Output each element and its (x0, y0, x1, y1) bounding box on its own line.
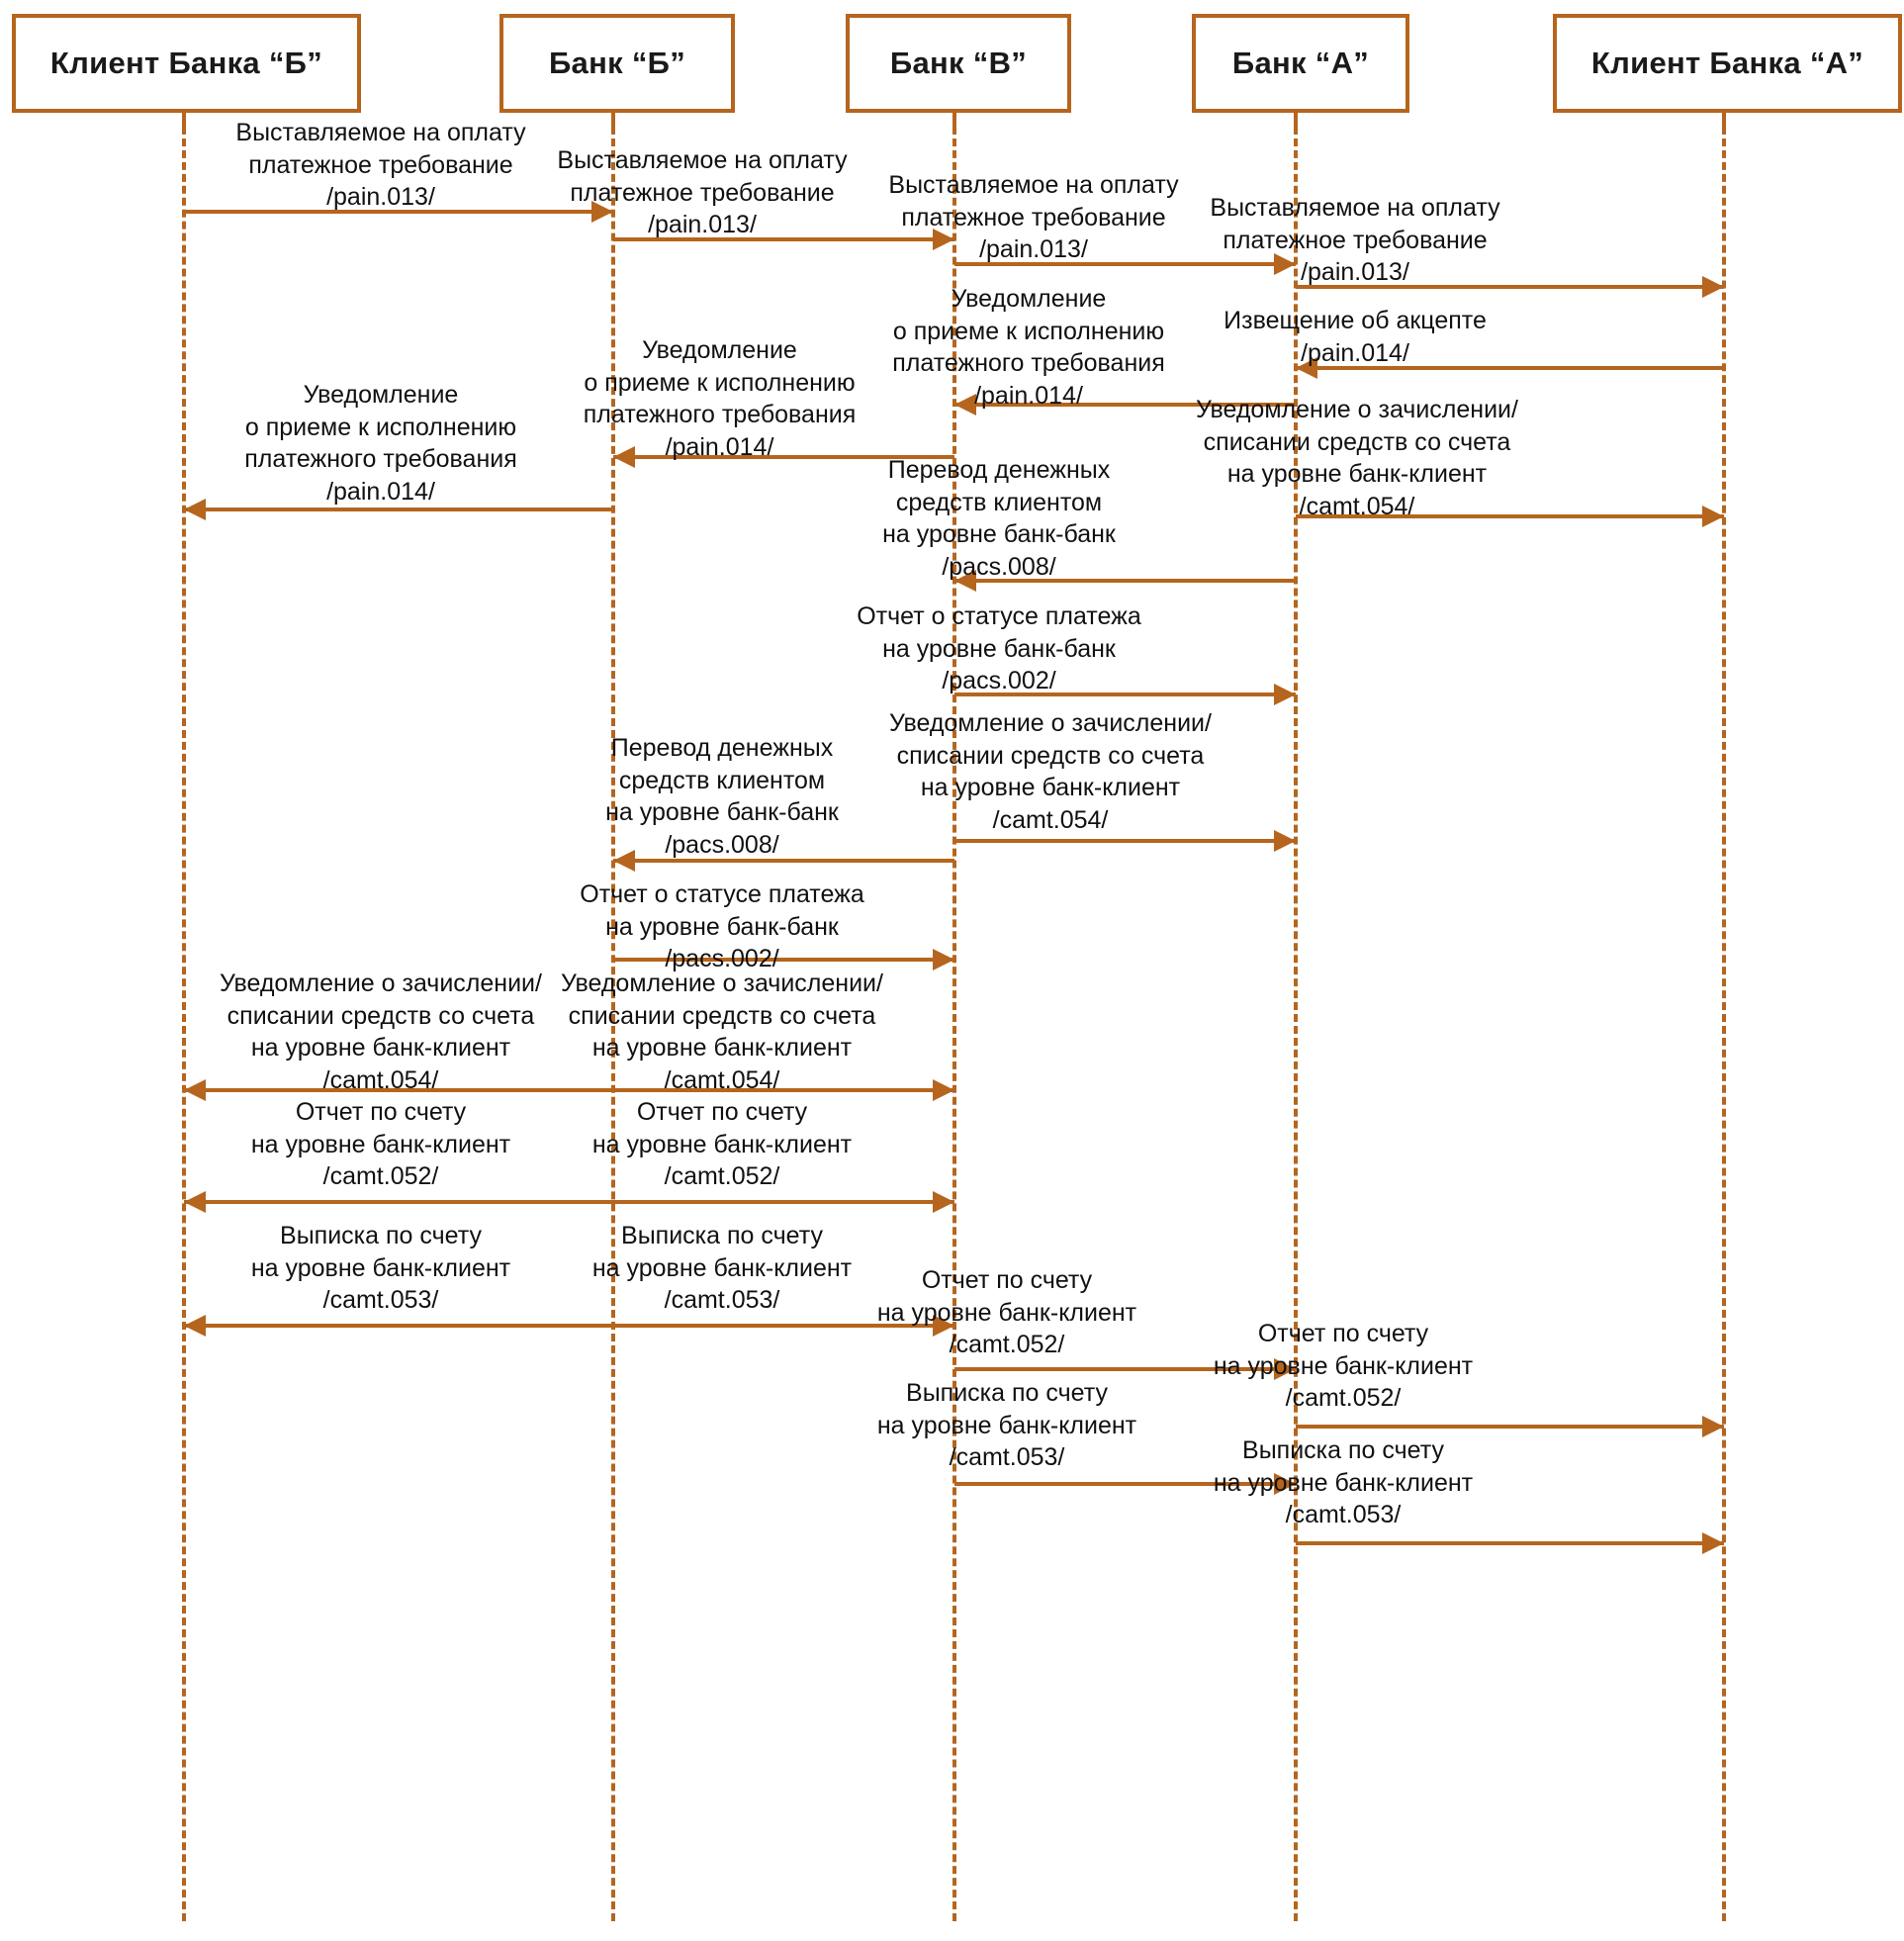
lifeline-bank_b (611, 127, 615, 1921)
arrowhead-left-icon (184, 1079, 206, 1101)
lifeline-bank_v (952, 127, 956, 1921)
message-arrow-m03 (954, 262, 1296, 266)
arrowhead-right-icon (933, 1079, 954, 1101)
message-label-m13: Перевод денежных средств клиентом на уро… (605, 734, 839, 859)
message-label-m23: Выписка по счету на уровне банк-клиент /… (876, 1379, 1137, 1471)
actor-header-bank_v[interactable]: Банк “В” (846, 14, 1071, 113)
message-arrow-m05 (1296, 366, 1724, 370)
arrowhead-right-icon (1702, 276, 1724, 298)
lifeline-client_a (1722, 127, 1726, 1921)
arrowhead-right-icon (1274, 684, 1296, 705)
arrowhead-left-icon (184, 1191, 206, 1213)
message-label-m02: Выставляемое на оплату платежное требова… (557, 146, 848, 238)
actor-header-bank_a[interactable]: Банк “А” (1192, 14, 1409, 113)
arrowhead-right-icon (1702, 1416, 1724, 1437)
arrowhead-right-icon (1274, 830, 1296, 852)
message-arrow-m20 (613, 1324, 954, 1328)
arrowhead-right-icon (933, 1315, 954, 1337)
arrowhead-right-icon (1274, 1473, 1296, 1495)
arrowhead-left-icon (954, 394, 976, 416)
message-label-m04: Выставляемое на оплату платежное требова… (1210, 194, 1500, 286)
message-arrow-m16 (613, 1088, 954, 1092)
lifeline-stub-client_b (182, 105, 186, 127)
message-label-m19: Выписка по счету на уровне банк-клиент /… (250, 1222, 511, 1314)
actor-header-bank_b[interactable]: Банк “Б” (499, 14, 735, 113)
message-arrow-m06 (954, 403, 1296, 407)
arrowhead-left-icon (954, 570, 976, 592)
message-label-m11: Отчет о статусе платежа на уровне банк-б… (857, 602, 1141, 694)
arrowhead-right-icon (591, 201, 613, 223)
lifeline-client_b (182, 127, 186, 1921)
message-arrow-m24 (1296, 1541, 1724, 1545)
message-label-m09: Уведомление о зачислении/ списании средс… (1196, 396, 1518, 520)
actor-header-client_b[interactable]: Клиент Банка “Б” (12, 14, 361, 113)
arrowhead-right-icon (933, 1191, 954, 1213)
message-arrow-m17 (184, 1200, 613, 1204)
message-arrow-m18 (613, 1200, 954, 1204)
message-arrow-m07 (613, 455, 954, 459)
actor-header-client_a[interactable]: Клиент Банка “А” (1553, 14, 1902, 113)
message-arrow-m23 (954, 1482, 1296, 1486)
arrowhead-right-icon (1274, 1358, 1296, 1380)
arrowhead-right-icon (1702, 506, 1724, 527)
message-label-m22: Отчет по счету на уровне банк-клиент /ca… (1213, 1320, 1474, 1412)
lifeline-stub-bank_v (952, 105, 956, 127)
actor-header-label: Клиент Банка “Б” (49, 46, 323, 80)
message-arrow-m14 (613, 958, 954, 962)
message-arrow-m15 (184, 1088, 613, 1092)
message-label-m18: Отчет по счету на уровне банк-клиент /ca… (591, 1098, 853, 1190)
arrowhead-right-icon (1274, 253, 1296, 275)
actor-header-label: Банк “В” (889, 46, 1028, 80)
message-arrow-m10 (954, 579, 1296, 583)
arrowhead-left-icon (184, 499, 206, 520)
message-arrow-m01 (184, 210, 613, 214)
lifeline-stub-client_a (1722, 105, 1726, 127)
message-label-m10: Перевод денежных средств клиентом на уро… (882, 456, 1116, 581)
arrowhead-left-icon (1296, 357, 1317, 379)
message-label-m07: Уведомление о приеме к исполнению платеж… (583, 336, 857, 461)
message-label-m21: Отчет по счету на уровне банк-клиент /ca… (876, 1266, 1137, 1358)
message-arrow-m13 (613, 859, 954, 863)
arrowhead-right-icon (933, 229, 954, 250)
message-arrow-m02 (613, 237, 954, 241)
lifeline-bank_a (1294, 127, 1298, 1921)
message-arrow-m12 (954, 839, 1296, 843)
message-label-m08: Уведомление о приеме к исполнению платеж… (244, 381, 517, 506)
message-arrow-m21 (954, 1367, 1296, 1371)
arrowhead-right-icon (933, 949, 954, 970)
message-arrow-m04 (1296, 285, 1724, 289)
arrowhead-left-icon (613, 446, 635, 468)
message-label-m14: Отчет о статусе платежа на уровне банк-б… (580, 880, 864, 972)
lifeline-stub-bank_b (611, 105, 615, 127)
message-label-m01: Выставляемое на оплату платежное требова… (235, 119, 526, 211)
arrowhead-right-icon (1702, 1532, 1724, 1554)
lifeline-stub-bank_a (1294, 105, 1298, 127)
message-label-m24: Выписка по счету на уровне банк-клиент /… (1213, 1436, 1474, 1528)
actor-header-label: Клиент Банка “А” (1590, 46, 1864, 80)
message-label-m17: Отчет по счету на уровне банк-клиент /ca… (250, 1098, 511, 1190)
message-label-m12: Уведомление о зачислении/ списании средс… (889, 709, 1212, 834)
message-label-m03: Выставляемое на оплату платежное требова… (888, 171, 1179, 263)
message-label-m16: Уведомление о зачислении/ списании средс… (561, 970, 883, 1094)
message-arrow-m11 (954, 693, 1296, 696)
arrowhead-left-icon (184, 1315, 206, 1337)
arrowhead-left-icon (613, 850, 635, 872)
message-arrow-m22 (1296, 1425, 1724, 1429)
message-label-m05: Извещение об акцепте /pain.014/ (1224, 307, 1487, 367)
message-label-m20: Выписка по счету на уровне банк-клиент /… (591, 1222, 853, 1314)
message-arrow-m19 (184, 1324, 613, 1328)
actor-header-label: Банк “Б” (548, 46, 686, 80)
message-label-m15: Уведомление о зачислении/ списании средс… (220, 970, 542, 1094)
message-arrow-m09 (1296, 514, 1724, 518)
actor-header-label: Банк “А” (1231, 46, 1370, 80)
message-label-m06: Уведомление о приеме к исполнению платеж… (892, 285, 1165, 410)
message-arrow-m08 (184, 508, 613, 511)
